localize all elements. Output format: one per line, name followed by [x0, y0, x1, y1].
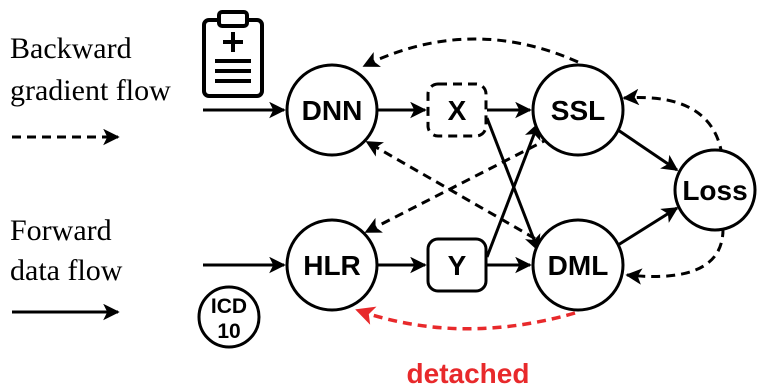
- node-y-label: Y: [448, 250, 467, 281]
- legend-backward-line2: gradient flow: [10, 74, 171, 107]
- grad-loss-dml: [625, 227, 725, 285]
- icd10-badge: ICD 10: [197, 285, 261, 349]
- grad-dml-dnn: [365, 140, 549, 248]
- node-y: Y: [426, 237, 488, 293]
- icd-label-line2: 10: [217, 320, 240, 343]
- node-dnn-label: DNN: [302, 95, 363, 126]
- edge-ssl-loss: [617, 128, 679, 172]
- detached-arrow: [355, 306, 576, 331]
- node-loss-label: Loss: [682, 175, 747, 206]
- clipboard-icon: [202, 10, 264, 98]
- icd-label-line1: ICD: [211, 295, 247, 318]
- node-dml-label: DML: [548, 250, 609, 281]
- node-x-label: X: [448, 95, 467, 126]
- detached-label: detached: [407, 358, 530, 388]
- edge-x-dml: [485, 117, 541, 252]
- legend: Backward gradient flow Forward data flow: [10, 32, 171, 321]
- node-loss: Loss: [673, 148, 757, 232]
- grad-ssl-dnn: [362, 37, 579, 68]
- grad-loss-ssl: [622, 88, 724, 156]
- node-x: X: [426, 82, 488, 138]
- edge-dml-loss: [617, 206, 679, 247]
- legend-forward-line2: data flow: [10, 254, 123, 287]
- node-dml: DML: [531, 218, 625, 312]
- node-ssl-label: SSL: [551, 95, 605, 126]
- node-ssl: SSL: [531, 63, 625, 157]
- node-hlr: HLR: [285, 218, 379, 312]
- grad-ssl-hlr: [364, 136, 551, 234]
- legend-backward-line1: Backward: [10, 32, 132, 65]
- legend-forward-line1: Forward: [10, 214, 112, 247]
- node-hlr-label: HLR: [303, 250, 361, 281]
- node-dnn: DNN: [285, 63, 379, 157]
- edge-y-ssl: [485, 122, 541, 258]
